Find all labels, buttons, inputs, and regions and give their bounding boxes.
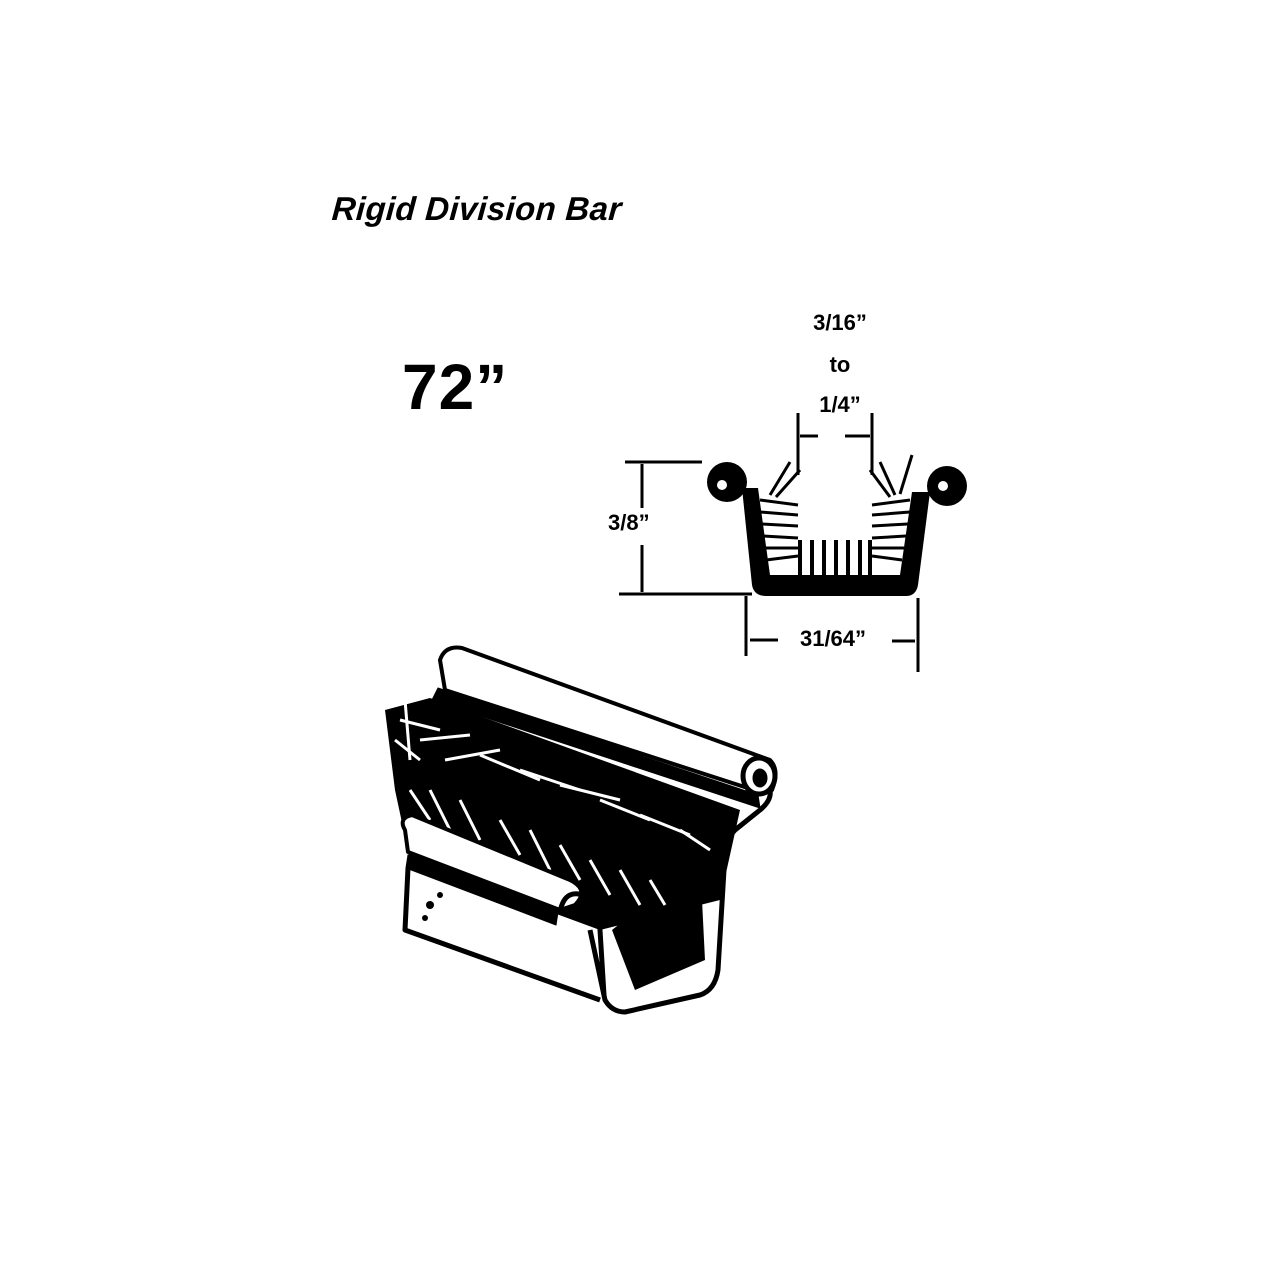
- width-dimension-label: 31/64”: [778, 626, 888, 652]
- height-dimension-label: 3/8”: [608, 510, 688, 536]
- height-dimension-lines: [619, 460, 752, 596]
- gap-dimension-max: 1/4”: [819, 392, 861, 417]
- product-illustration: [385, 645, 778, 1015]
- length-label: 72”: [402, 351, 509, 423]
- width-dimension-lines: [744, 596, 920, 672]
- gap-dimension-to: to: [829, 352, 851, 377]
- gap-dimension-lines: [796, 413, 874, 475]
- gap-dimension-min: 3/16”: [813, 310, 867, 335]
- cross-section-profile: [707, 454, 967, 596]
